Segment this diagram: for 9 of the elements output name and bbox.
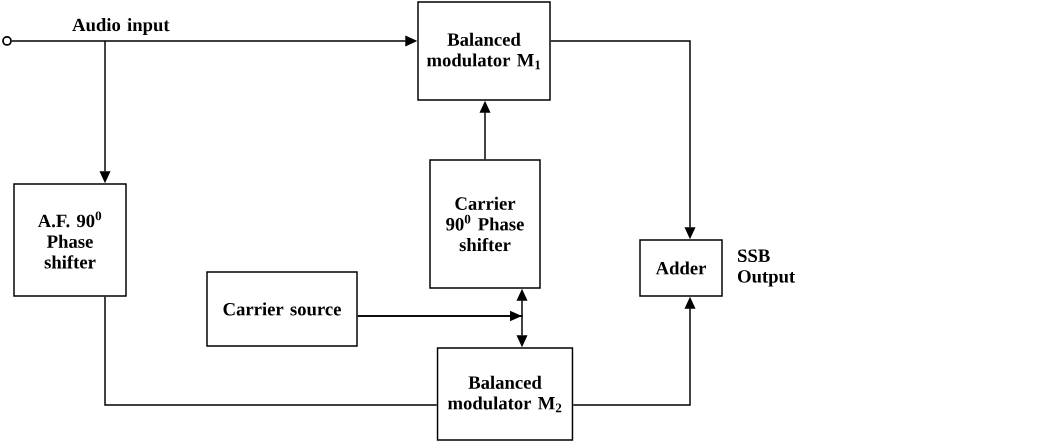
adder-box: Adder bbox=[639, 239, 723, 297]
phase-shifter-box: A.F. 90$^{0}$ Phase shifter bbox=[13, 183, 127, 297]
phase-shifter-box: Carrier 90$^{0}$ Phase shifter bbox=[429, 159, 541, 289]
side-label: SSB Output bbox=[738, 249, 796, 287]
modulator-box: Balanced modulator M$_{1}$ bbox=[417, 1, 551, 101]
modulator-box: Balanced modulator M$_{2}$ bbox=[436, 347, 574, 441]
side-label: Audio input bbox=[72, 18, 170, 35]
input-terminal bbox=[2, 36, 12, 46]
source-box: Carrier source bbox=[206, 271, 358, 347]
